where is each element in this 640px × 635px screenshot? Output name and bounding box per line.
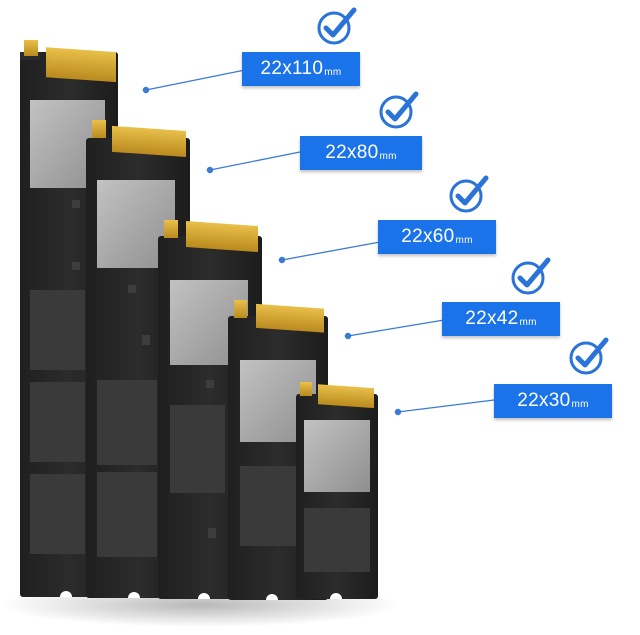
check-circle-icon	[569, 337, 609, 375]
size-value: 22x60	[401, 226, 455, 247]
gold-contacts	[24, 40, 38, 56]
size-value: 22x42	[465, 308, 519, 329]
leader-lines	[142, 69, 495, 416]
ssd-card-22x30	[296, 382, 378, 599]
check-circle-icon	[449, 175, 489, 213]
size-value: 22x30	[517, 390, 571, 411]
size-unit: mm	[519, 316, 537, 328]
size-unit: mm	[324, 66, 342, 78]
size-value: 22x80	[325, 142, 379, 163]
check-circle-icon	[317, 7, 357, 45]
size-unit: mm	[379, 150, 397, 162]
check-circle-icon	[379, 91, 419, 129]
size-unit: mm	[455, 234, 473, 246]
check-circle-icon	[511, 257, 551, 295]
size-value: 22x110	[260, 58, 324, 79]
size-unit: mm	[571, 398, 589, 410]
